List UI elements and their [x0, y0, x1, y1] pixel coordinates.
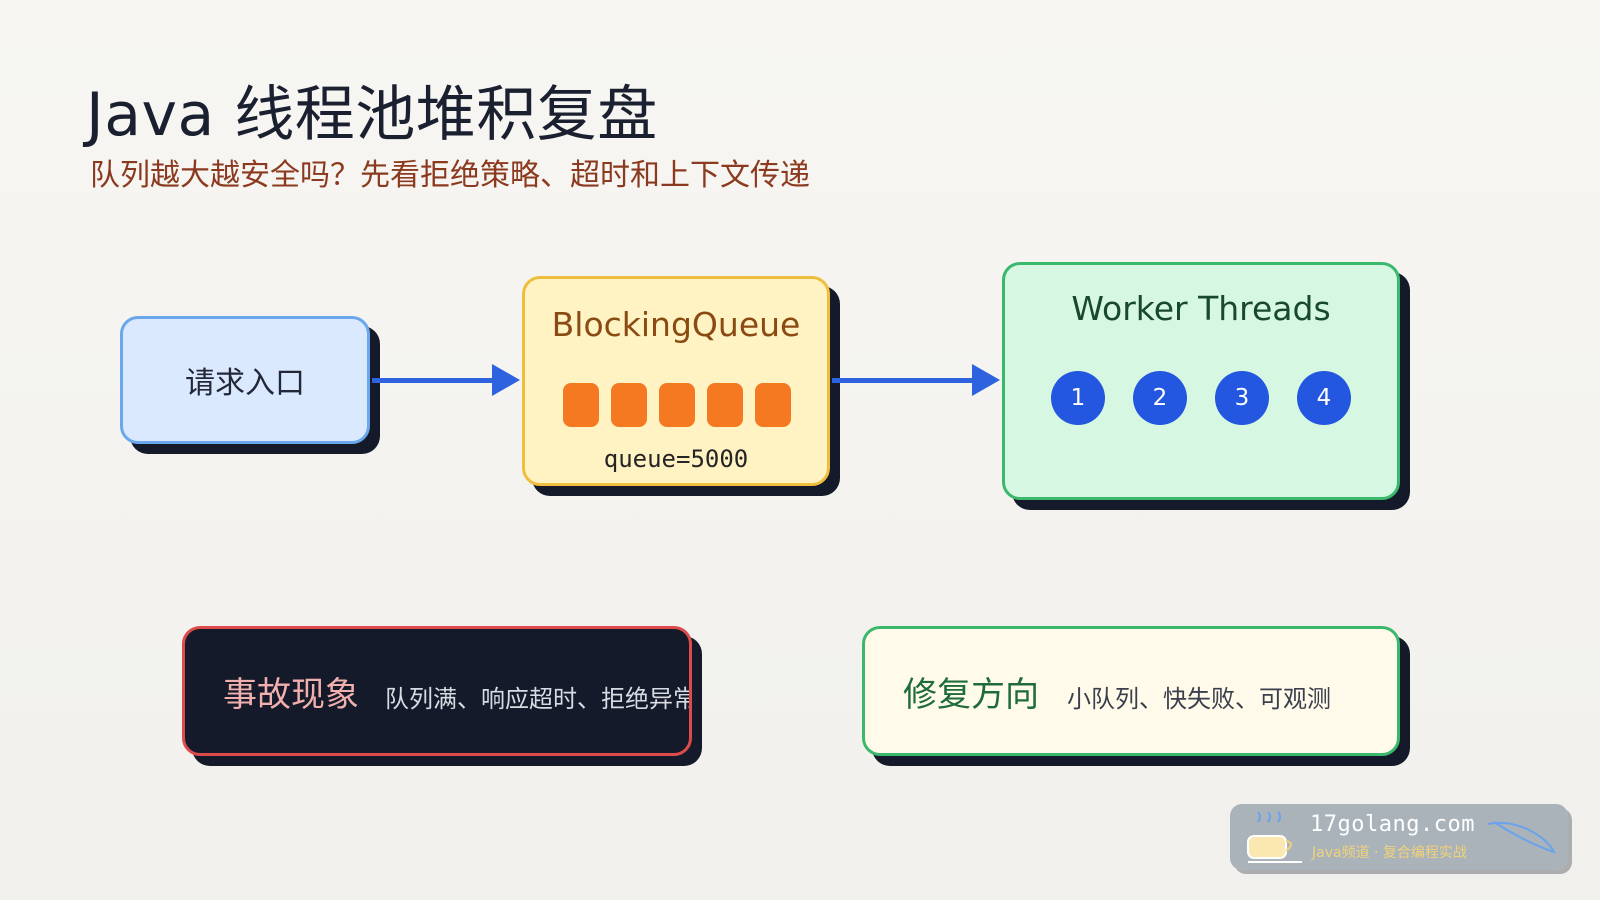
worker-threads-title: Worker Threads — [1071, 289, 1331, 328]
page-title: Java 线程池堆积复盘 — [86, 80, 658, 150]
queue-size-caption: queue=5000 — [603, 445, 749, 473]
incident-panel: 事故现象 队列满、响应超时、拒绝异常 — [182, 626, 692, 756]
queue-item — [563, 383, 599, 427]
incident-description: 队列满、响应超时、拒绝异常 — [385, 685, 692, 713]
site-watermark: 17golang.com Java频道 · 复合编程实战 — [1230, 804, 1568, 870]
queue-item — [659, 383, 695, 427]
fix-description: 小队列、快失败、可观测 — [1067, 685, 1331, 713]
worker-thread-1: 1 — [1051, 371, 1105, 425]
queue-item — [611, 383, 647, 427]
watermark-tagline: Java频道 · 复合编程实战 — [1312, 845, 1467, 861]
queue-item — [755, 383, 791, 427]
blocking-queue-title: BlockingQueue — [551, 305, 801, 344]
arrow-queue-to-workers — [832, 364, 1000, 396]
fix-panel: 修复方向 小队列、快失败、可观测 — [862, 626, 1400, 756]
worker-thread-4: 4 — [1297, 371, 1351, 425]
arrow-entry-to-queue — [372, 364, 520, 396]
watermark-domain: 17golang.com — [1310, 812, 1475, 837]
worker-thread-3: 3 — [1215, 371, 1269, 425]
page-subtitle: 队列越大越安全吗？先看拒绝策略、超时和上下文传递 — [90, 158, 810, 193]
incident-title: 事故现象 — [223, 675, 359, 715]
swoosh-icon — [1487, 821, 1556, 854]
coffee-cup-icon — [1247, 812, 1302, 863]
blocking-queue-node: BlockingQueue queue=5000 — [522, 276, 830, 486]
worker-thread-2: 2 — [1133, 371, 1187, 425]
fix-title: 修复方向 — [903, 675, 1039, 715]
queue-item — [707, 383, 743, 427]
request-entry-label: 请求入口 — [185, 366, 305, 401]
request-entry-node: 请求入口 — [120, 316, 370, 444]
queue-items — [563, 383, 791, 427]
